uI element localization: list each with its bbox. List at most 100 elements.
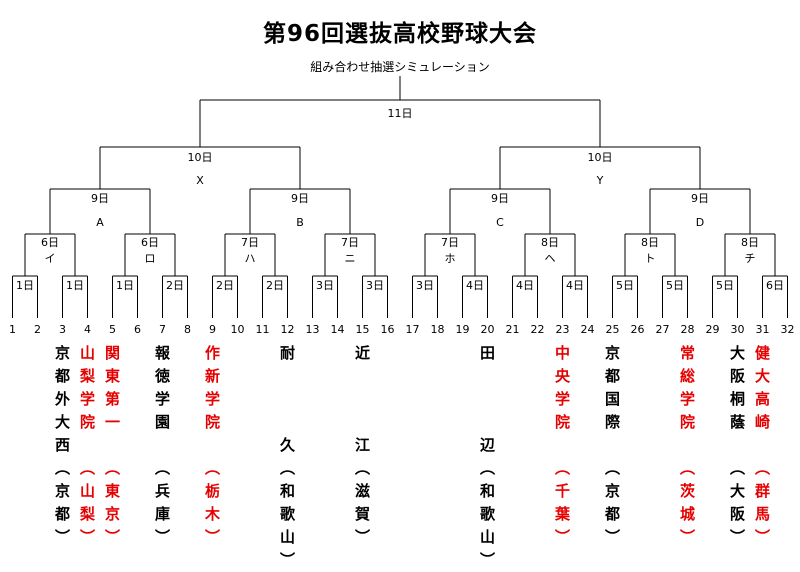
school-char: ︶: [754, 528, 770, 546]
school-char: 大: [754, 367, 770, 385]
slot-number: 22: [530, 323, 545, 336]
school-char: 江: [354, 436, 370, 454]
school-char: 大: [54, 413, 70, 431]
school-char: [353, 411, 373, 434]
first-round-date: 1日: [116, 279, 134, 292]
first-round-date: 2日: [216, 279, 234, 292]
school-entry: 関東第一︵東京︶: [103, 342, 123, 549]
school-char: 木: [204, 505, 220, 523]
school-entry: 報徳学園︵兵庫︶: [153, 342, 173, 549]
slot-number: 16: [380, 323, 395, 336]
first-round-date: 3日: [416, 279, 434, 292]
school-char: 千: [554, 482, 570, 500]
school-char: [678, 434, 698, 457]
school-char: 作: [204, 344, 220, 362]
school-char: 東: [104, 367, 120, 385]
school-char: ︵: [354, 459, 370, 477]
school-char: 兵: [154, 482, 170, 500]
school-char: 学: [154, 390, 170, 408]
second-round-date: 7日: [441, 236, 459, 249]
school-char: [478, 388, 498, 411]
slot-number: 14: [330, 323, 345, 336]
school-char: [478, 411, 498, 434]
school-char: [103, 434, 123, 457]
slot-number: 18: [430, 323, 445, 336]
school-char: [353, 365, 373, 388]
school-char: 山: [79, 482, 95, 500]
second-round-date: 6日: [41, 236, 59, 249]
quarterfinal-date: 9日: [691, 192, 709, 205]
slot-number: 17: [405, 323, 420, 336]
school-char: 京: [54, 344, 70, 362]
school-entry: 山梨学院︵山梨︶: [78, 342, 98, 549]
quarterfinal-block: B: [296, 216, 304, 229]
school-char: 院: [204, 413, 220, 431]
school-char: 阪: [729, 505, 745, 523]
page-title: 第96回選抜高校野球大会: [262, 21, 537, 47]
school-char: [153, 434, 173, 457]
slot-number: 1: [9, 323, 16, 336]
school-char: 東: [104, 482, 120, 500]
school-char: 大: [729, 344, 745, 362]
school-char: 山: [479, 528, 495, 546]
school-entry: 田辺︵和歌山︶: [478, 342, 498, 572]
school-char: 群: [754, 482, 770, 500]
slot-number: 6: [134, 323, 141, 336]
school-char: 辺: [479, 436, 495, 454]
school-char: 葉: [554, 505, 570, 523]
school-char: ︶: [554, 528, 570, 546]
school-char: ︵: [104, 459, 120, 477]
school-char: ︶: [204, 528, 220, 546]
school-char: 外: [54, 390, 70, 408]
school-char: [278, 388, 298, 411]
school-char: 報: [154, 344, 170, 362]
school-entry: 大阪桐蔭︵大阪︶: [728, 342, 748, 549]
school-char: 大: [729, 482, 745, 500]
second-round-date: 8日: [741, 236, 759, 249]
second-round-block: イ: [44, 252, 56, 265]
first-round-date: 3日: [366, 279, 384, 292]
school-char: 桐: [729, 390, 745, 408]
second-round-block: ト: [644, 252, 656, 265]
school-char: 馬: [754, 505, 770, 523]
page-subtitle: 組み合わせ抽選シミュレーション: [310, 60, 490, 74]
school-char: ︶: [354, 528, 370, 546]
first-round-date: 4日: [516, 279, 534, 292]
school-char: 田: [479, 344, 495, 362]
school-char: 都: [604, 367, 620, 385]
school-char: ︵: [729, 459, 745, 477]
school-entry: 常総学院︵茨城︶: [678, 342, 698, 549]
school-char: 常: [679, 344, 695, 362]
school-char: 歌: [479, 505, 495, 523]
school-char: 園: [154, 413, 170, 431]
slot-number: 15: [355, 323, 370, 336]
school-char: ︵: [279, 459, 295, 477]
first-round-date: 3日: [316, 279, 334, 292]
school-char: 梨: [79, 367, 95, 385]
school-char: 院: [679, 413, 695, 431]
slot-number: 9: [209, 323, 216, 336]
first-round-date: 5日: [666, 279, 684, 292]
school-char: 第: [104, 390, 120, 408]
second-round-block: ハ: [244, 252, 256, 265]
slot-number: 29: [705, 323, 720, 336]
slot-number: 27: [655, 323, 670, 336]
second-round-date: 8日: [541, 236, 559, 249]
quarterfinal-block: D: [695, 216, 705, 229]
quarterfinal-block: C: [496, 216, 504, 229]
school-char: ︶: [54, 528, 70, 546]
school-char: 栃: [204, 482, 220, 500]
school-char: 耐: [279, 344, 295, 362]
school-entry: 健大高崎︵群馬︶: [753, 342, 773, 549]
school-char: 都: [604, 505, 620, 523]
slot-number: 4: [84, 323, 91, 336]
school-char: 一: [104, 413, 120, 431]
school-char: ︶: [104, 528, 120, 546]
second-round-date: 7日: [341, 236, 359, 249]
school-char: 歌: [279, 505, 295, 523]
school-char: ︶: [604, 528, 620, 546]
school-char: [78, 434, 98, 457]
school-char: [753, 434, 773, 457]
school-char: 総: [679, 367, 695, 385]
slot-number: 26: [630, 323, 645, 336]
